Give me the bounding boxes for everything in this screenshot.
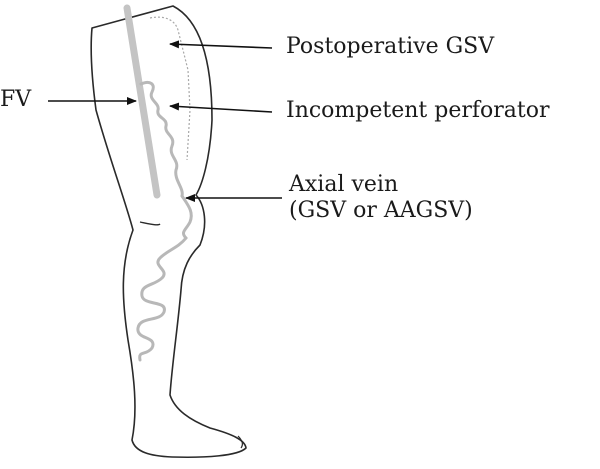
label-postoperative-gsv: Postoperative GSV [286,34,495,59]
knee-crease [139,221,161,226]
arrow-incompetent-perforator [169,102,273,113]
postoperative-gsv-trace [149,16,191,161]
femoral-vein [123,4,161,199]
lower-leg-varicose [136,236,188,362]
toe-line [237,435,244,449]
label-axial-vein: Axial vein [289,172,399,197]
label-fv: FV [0,87,32,112]
label-incompetent-perforator: Incompetent perforator [286,98,550,123]
leg-outline [90,5,247,459]
perforator-vein [139,80,184,198]
axial-vein-knee [180,194,193,240]
arrow-postoperative-gsv [169,40,273,49]
label-axial-vein-type: (GSV or AAGSV) [289,198,473,223]
